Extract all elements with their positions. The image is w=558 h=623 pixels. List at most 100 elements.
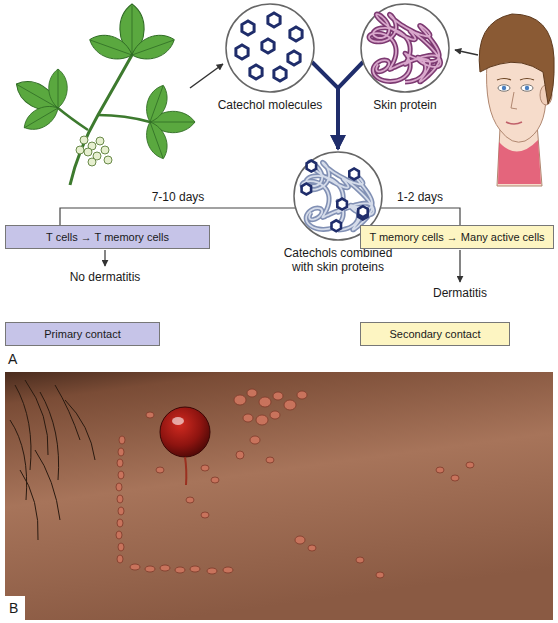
skin-photo	[40, 392, 59, 480]
circle-outline	[210, 2, 330, 94]
poison-ivy-plant	[24, 108, 58, 128]
poison-ivy-plant	[150, 122, 163, 158]
poison-ivy-plant	[16, 84, 58, 108]
catechol-circle: Catechol molecules	[210, 2, 330, 112]
skin-photo	[376, 572, 384, 578]
node-label: T cells → T memory cells	[46, 226, 169, 248]
catechol-molecule	[302, 184, 312, 195]
node-label: Secondary contact	[389, 323, 480, 345]
node-label: T memory cells → Many active cells	[369, 226, 544, 248]
poison-ivy-plant	[98, 115, 150, 122]
person-face	[521, 85, 533, 91]
catechol-molecule	[274, 67, 286, 81]
person-face	[497, 79, 511, 81]
node-label: Catechols combined with skin proteins	[278, 246, 398, 274]
connector	[60, 208, 296, 225]
poison-ivy-plant	[86, 30, 136, 65]
skin-photo	[117, 459, 123, 467]
poison-ivy-plant	[150, 122, 195, 123]
poison-ivy-plant	[128, 30, 178, 65]
catechol-molecule	[290, 27, 302, 41]
node-label: Skin protein	[345, 98, 465, 112]
catechol-molecule	[337, 199, 347, 210]
protein-strand	[369, 14, 441, 82]
outcome-arrow	[459, 250, 460, 282]
skin-photo	[10, 420, 27, 500]
skin-photo	[116, 531, 122, 539]
poison-ivy-plant	[76, 146, 84, 154]
skin-photo	[234, 395, 246, 405]
skin-photo	[247, 389, 257, 397]
stage-box: T cells → T memory cells	[5, 225, 210, 249]
poison-ivy-plant	[150, 86, 163, 122]
poison-ivy-plant	[141, 119, 172, 162]
poison-ivy-plant	[132, 6, 133, 55]
poison-ivy-plant	[49, 69, 68, 108]
person-face	[502, 86, 506, 90]
complex-circle: Catechols combined with skin proteins	[278, 150, 398, 274]
node-label: Catechol molecules	[210, 98, 330, 112]
catechol-molecule	[358, 206, 368, 217]
skin-photo	[451, 475, 459, 481]
poison-ivy-plant	[80, 136, 88, 144]
skin-photo	[211, 477, 219, 483]
person-face	[455, 14, 554, 186]
catechol-molecule	[242, 21, 254, 35]
skin-photo	[172, 417, 184, 425]
skin-photo	[5, 596, 25, 620]
outcome-arrow	[105, 250, 460, 282]
person-face	[479, 14, 554, 104]
person-face	[498, 85, 510, 91]
skin-photo	[236, 451, 244, 459]
catechol-molecule	[236, 45, 248, 59]
skin-photo	[186, 497, 194, 503]
edge-label: 7-10 days	[150, 190, 207, 204]
skin-photo	[5, 372, 553, 620]
skin-photo	[10, 380, 95, 540]
contact-box: Secondary contact	[360, 322, 510, 346]
skin-photo	[156, 467, 164, 473]
outcome-label: Dermatitis	[433, 286, 487, 300]
catechol-molecule	[262, 39, 274, 53]
contact-box: Primary contact	[5, 322, 160, 346]
skin-photo	[145, 566, 155, 572]
outcome-arrow	[104, 250, 105, 266]
skin-photo	[297, 391, 307, 399]
poison-ivy-plant	[132, 40, 174, 55]
skin-photo	[266, 457, 274, 463]
skin-photo	[207, 568, 217, 574]
panel-letter: A	[8, 352, 17, 366]
poison-ivy-plant	[88, 158, 96, 166]
skin-photo	[295, 536, 305, 544]
poison-ivy-plant	[11, 4, 223, 185]
poison-ivy-plant	[58, 69, 59, 108]
skin-photo	[5, 372, 553, 620]
poison-ivy-plant	[104, 156, 112, 164]
skin-photo	[116, 483, 122, 491]
edge-label: 1-2 days	[395, 190, 445, 204]
skin-photo	[259, 397, 271, 407]
skin-photo	[175, 567, 185, 573]
skin-photo	[130, 564, 140, 570]
poison-ivy-plant	[70, 55, 132, 185]
skin-photo	[436, 467, 444, 473]
skin-photo	[118, 543, 124, 551]
stage-box: T memory cells → Many active cells	[360, 225, 554, 249]
skin-photo	[35, 450, 60, 520]
catechol-molecule	[288, 51, 300, 65]
person-face	[511, 92, 517, 109]
skin-photo	[117, 519, 123, 527]
protein-strand	[369, 14, 441, 82]
node-label: Primary contact	[44, 323, 120, 345]
skin-photo	[25, 380, 48, 455]
catechol-molecule	[332, 220, 342, 231]
catechol-molecule	[307, 161, 317, 172]
skin-photo	[243, 414, 253, 422]
outcome-label: No dermatitis	[70, 270, 141, 284]
person-face	[525, 86, 529, 90]
catechol-molecule	[349, 169, 359, 180]
circle-outline	[226, 4, 314, 92]
